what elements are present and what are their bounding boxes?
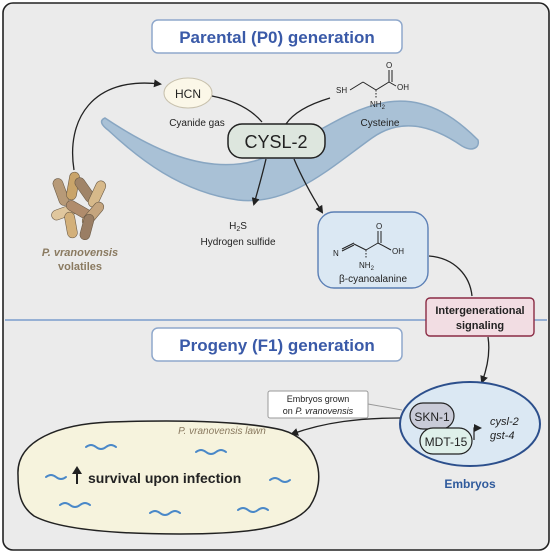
cysteine-sh: SH	[336, 86, 347, 95]
cysteine-to-cysl2-line	[285, 97, 331, 125]
embryo-to-lawn-arrow	[290, 417, 401, 436]
lawn-label: P. vranovensis lawn	[178, 426, 266, 437]
cysl2-to-bca-arrow	[293, 158, 324, 214]
f1-title-box	[151, 327, 403, 362]
intergen-line2: signaling	[456, 320, 504, 332]
p-vranovensis-label: P. vranovensis	[42, 247, 118, 259]
cysl2-node	[227, 123, 326, 159]
lawn-plate	[17, 420, 320, 535]
bca-to-intergen-line	[428, 255, 473, 297]
skn1-label: SKN-1	[414, 410, 450, 424]
intergen-box	[425, 297, 535, 337]
p0-title: Parental (P0) generation	[179, 28, 375, 47]
bca-nh2: NH2	[359, 261, 375, 272]
p0-title-box	[151, 19, 403, 54]
hydrogen-sulfide-label: Hydrogen sulfide	[200, 237, 275, 248]
hcn-label: HCN	[175, 87, 201, 101]
volatiles-to-hcn-arrow	[72, 79, 162, 171]
bca-n: N	[333, 249, 339, 258]
bca-oh: OH	[392, 247, 404, 256]
gene-activation-arrow	[473, 424, 482, 440]
cyanide-gas-label: Cyanide gas	[169, 118, 225, 129]
embryos-grown-line2: on P. vranovensis	[283, 406, 354, 416]
f1-title: Progeny (F1) generation	[179, 336, 375, 355]
bca-label: β-cyanoalanine	[339, 274, 407, 285]
h2s-label: H2S	[229, 221, 247, 233]
callout-connector	[367, 403, 403, 411]
cysl2-label: CYSL-2	[244, 132, 307, 152]
gene-cysl2: cysl-2	[490, 416, 519, 428]
bca-o: O	[376, 222, 382, 231]
hcn-bubble	[163, 77, 213, 109]
cysteine-structure	[349, 70, 397, 98]
mdt15-node	[419, 427, 473, 455]
squiggle-icon	[45, 444, 291, 516]
embryos-grown-line1: Embryos grown	[287, 394, 350, 404]
up-arrow-icon	[72, 466, 82, 484]
cysteine-oh: OH	[397, 83, 409, 92]
volatiles-label: volatiles	[58, 261, 102, 273]
cysteine-label: Cysteine	[361, 118, 400, 129]
cysl2-to-h2s-arrow	[251, 158, 267, 206]
bca-box	[317, 211, 429, 289]
cysteine-nh2: NH2	[370, 100, 386, 111]
bca-structure	[341, 231, 392, 259]
hcn-to-cysl2-line	[211, 95, 263, 123]
intergen-line1: Intergenerational	[435, 305, 524, 317]
mdt15-label: MDT-15	[425, 435, 468, 449]
intergen-to-embryo-arrow	[480, 336, 490, 384]
survival-label: survival upon infection	[88, 470, 241, 486]
embryos-label: Embryos	[444, 477, 496, 491]
cysteine-o: O	[386, 61, 392, 70]
gene-gst4: gst-4	[490, 430, 514, 442]
bacteria-cluster-icon	[51, 171, 107, 241]
